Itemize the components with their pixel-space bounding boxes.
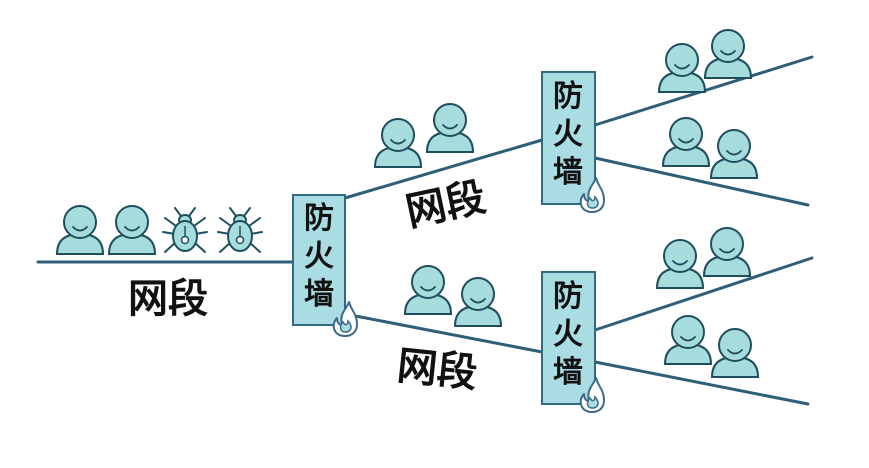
firewall-char: 墙 [553, 155, 583, 190]
firewall-char: 火 [304, 239, 334, 274]
branch-line-2 [593, 156, 810, 207]
person-icon [108, 205, 156, 255]
main-segment-hosts [56, 205, 263, 255]
person-icon [664, 315, 712, 365]
branch-line-3 [593, 256, 814, 332]
firewall-char: 防 [553, 79, 583, 114]
segment-label-lower: 网段 [395, 343, 479, 397]
person-icon [656, 239, 704, 289]
firewall-char: 墙 [304, 277, 334, 312]
branch-line-4 [593, 360, 810, 406]
network-lines [36, 55, 814, 406]
firewall-upper: 防 火 墙 [541, 71, 605, 213]
segment-label-main: 网段 [128, 276, 208, 322]
lower-segment-line [343, 312, 544, 354]
bug-icon [162, 207, 208, 253]
person-icon [56, 205, 104, 255]
segment-label-upper: 网段 [402, 174, 490, 236]
person-icon [374, 118, 422, 168]
firewall-center: 防 火 墙 [292, 194, 358, 337]
bug-icon [217, 207, 263, 253]
firewall-char: 防 [304, 201, 334, 236]
firewall-char: 墙 [553, 355, 583, 390]
firewall-char: 防 [553, 279, 583, 314]
person-icon [711, 328, 759, 378]
lower-segment-hosts [404, 265, 502, 327]
person-icon [404, 265, 452, 315]
person-icon [658, 43, 706, 93]
branch-hosts [656, 29, 759, 378]
firewall-lower: 防 火 墙 [541, 271, 605, 413]
person-icon [662, 117, 710, 167]
person-icon [704, 29, 752, 79]
person-icon [454, 277, 502, 327]
upper-segment-hosts [374, 103, 474, 168]
firewall-char: 火 [553, 117, 583, 152]
person-icon [703, 227, 751, 277]
person-icon [426, 103, 474, 153]
person-icon [710, 129, 758, 179]
firewall-char: 火 [553, 317, 583, 352]
upper-segment-line [343, 138, 544, 200]
